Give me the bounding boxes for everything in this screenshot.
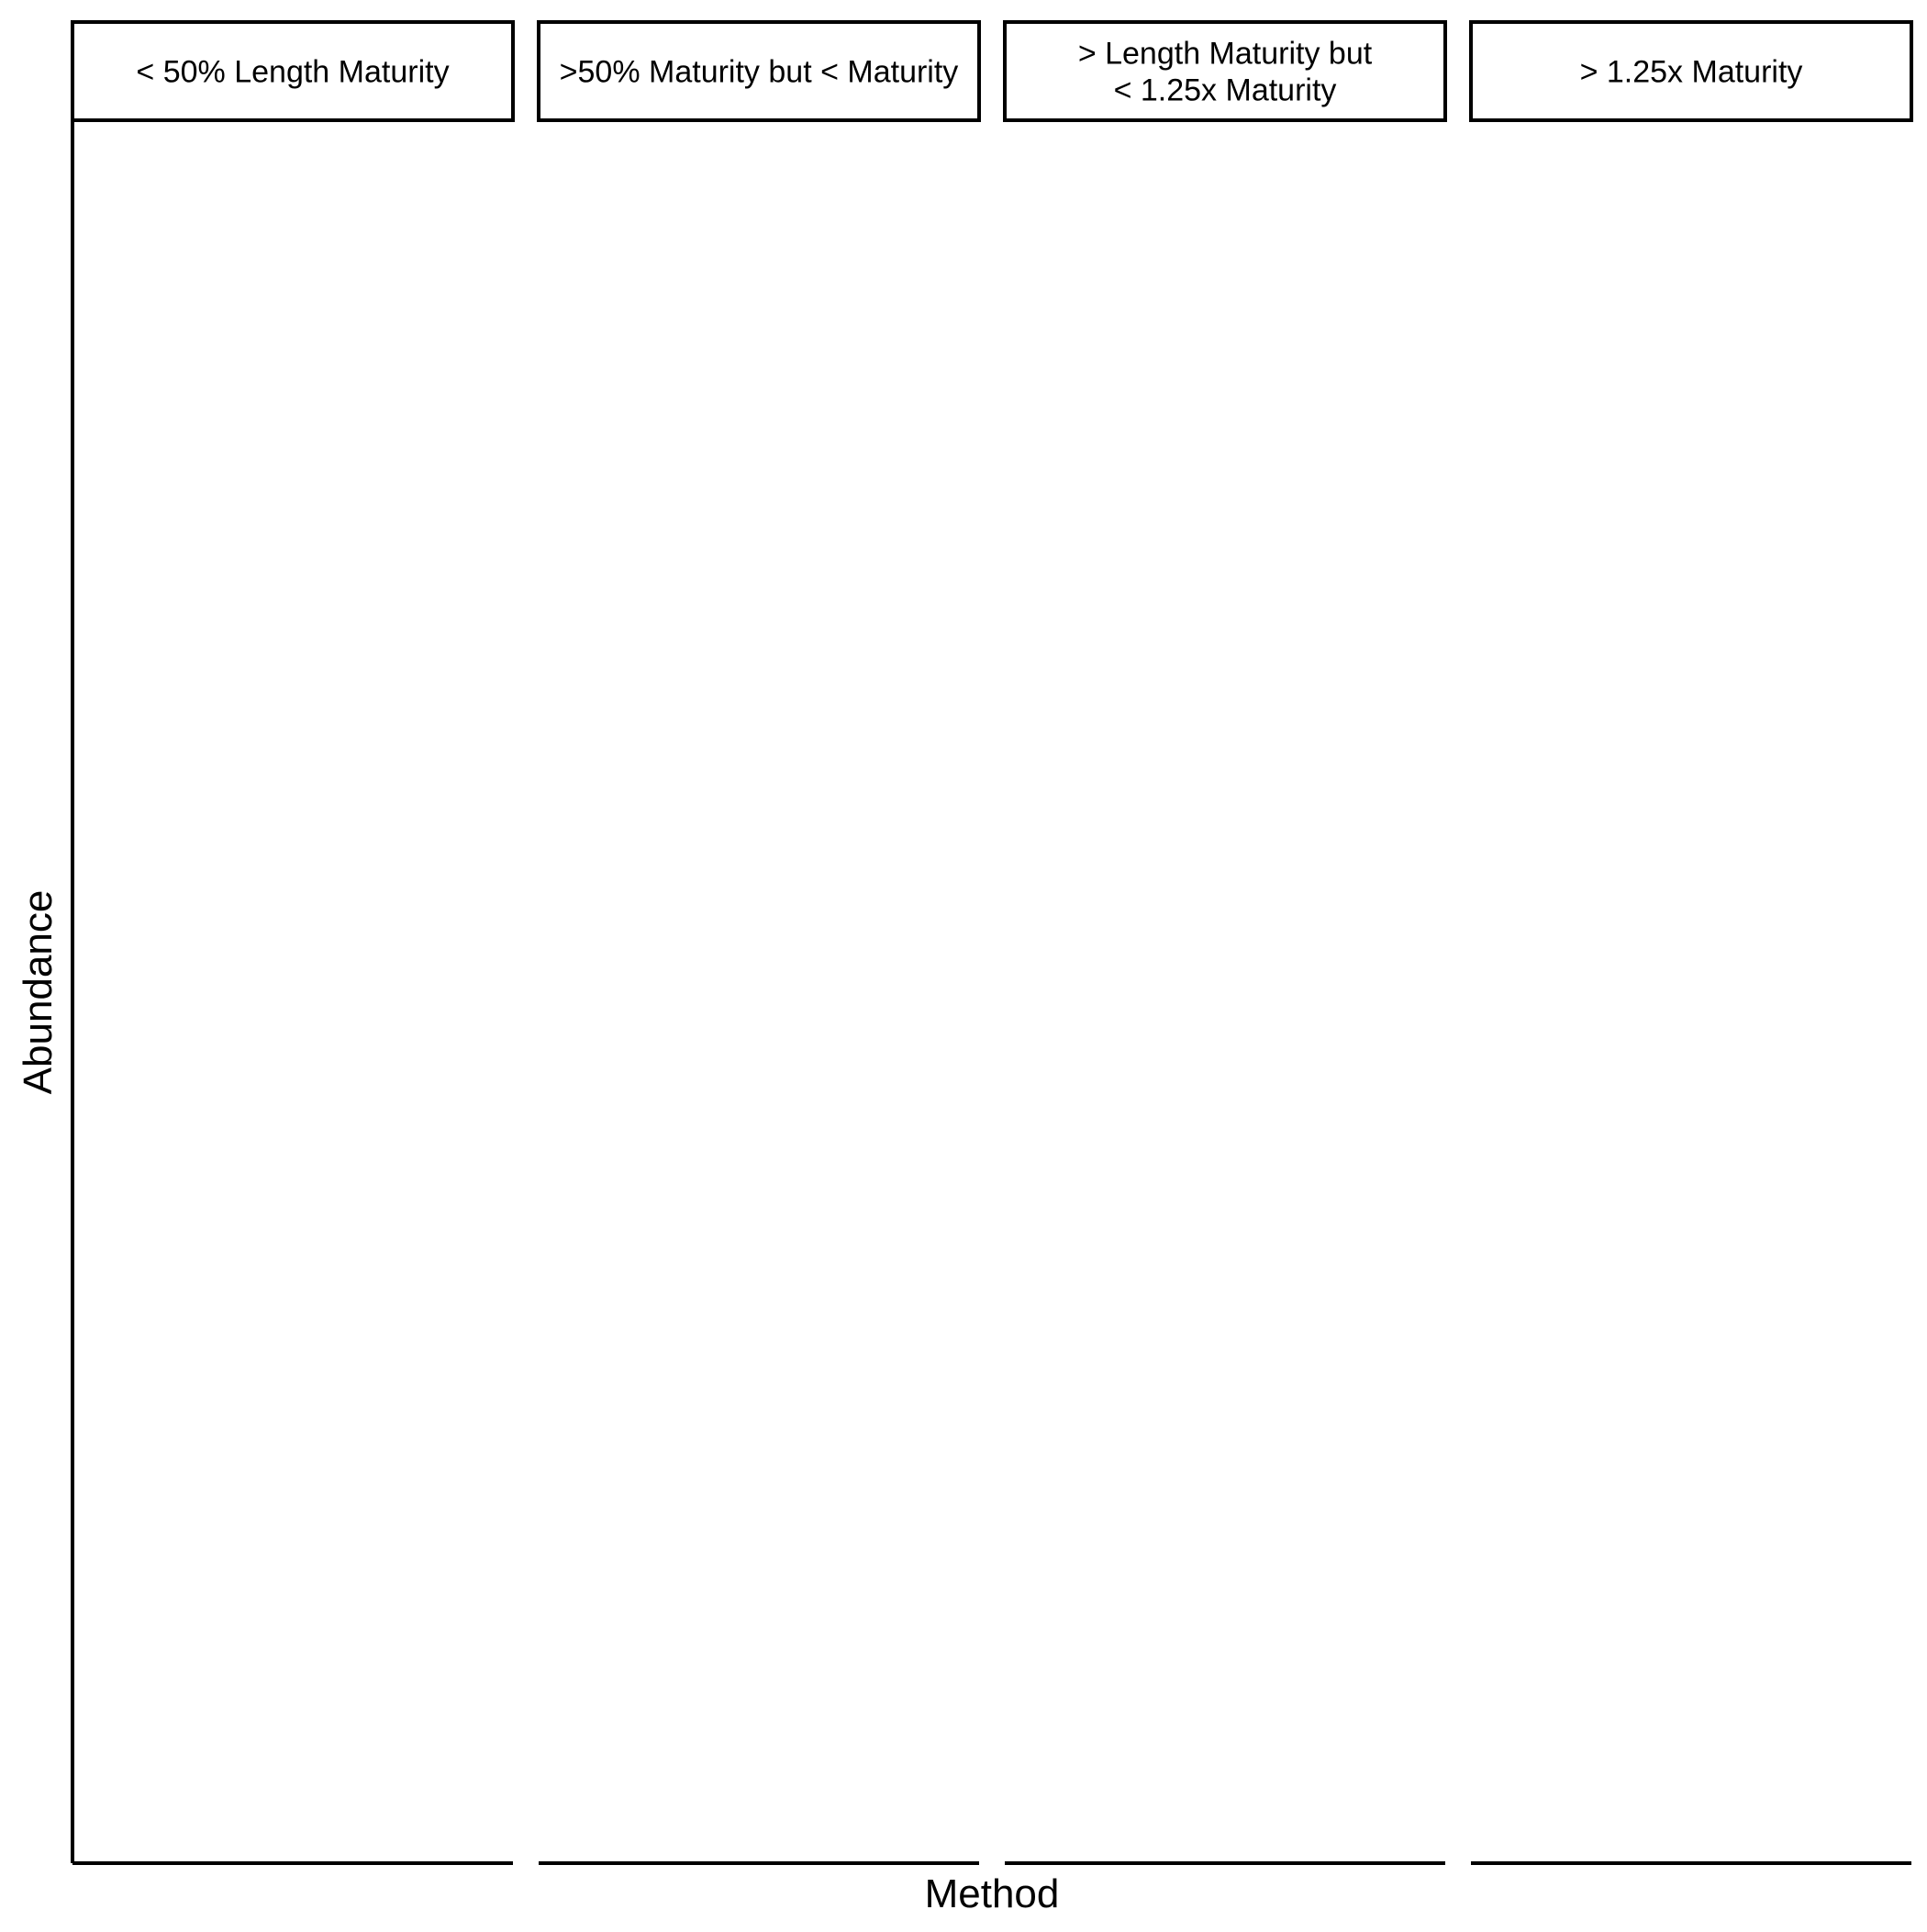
facet-strip-label-3-line-2: < 1.25x Maturity xyxy=(1114,73,1337,108)
facet-layer: < 50% Length Maturity >50% Maturity but <… xyxy=(71,20,1913,1865)
facet-strip-label-3-line-1: > Length Maturity but xyxy=(1078,37,1373,72)
facet-strip-2 xyxy=(537,20,981,122)
facet-strip-3 xyxy=(1003,20,1447,122)
facet-strip-label-1: < 50% Length Maturity xyxy=(136,55,449,90)
facet-strip-4 xyxy=(1469,20,1913,122)
facet-strip-label-2: >50% Maturity but < Maturity xyxy=(560,55,959,90)
y-axis-title: Abundance xyxy=(16,890,61,1095)
facet-strip-label-4: > 1.25x Maturity xyxy=(1580,55,1803,90)
x-axis-title: Method xyxy=(925,1871,1060,1916)
facet-strip-1 xyxy=(71,20,515,122)
